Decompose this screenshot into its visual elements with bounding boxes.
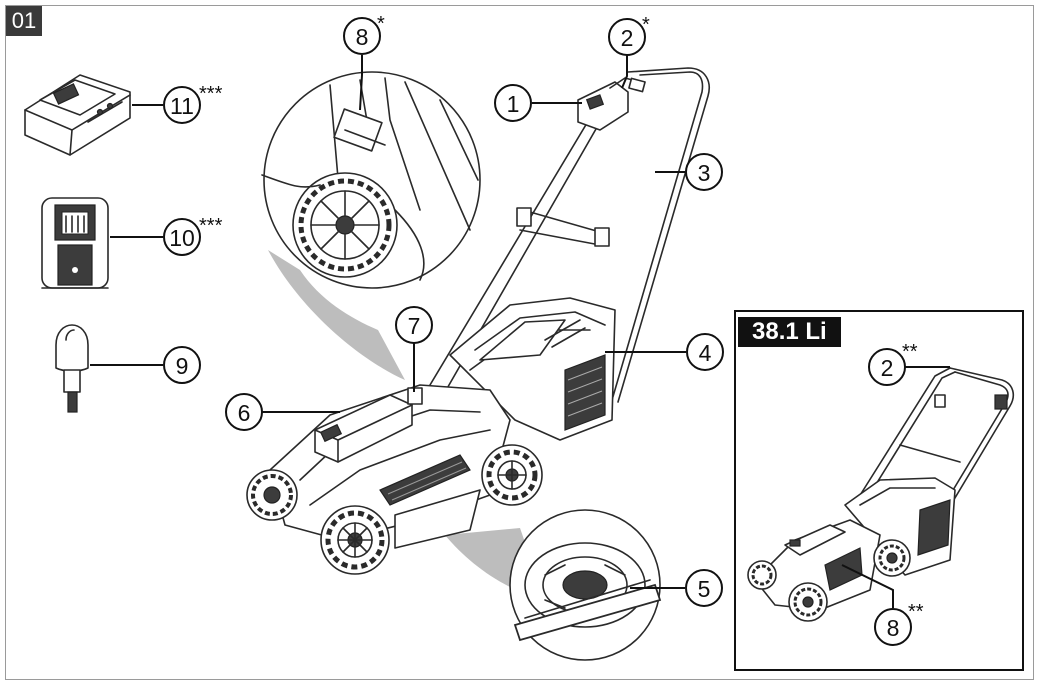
svg-text:***: *** — [199, 215, 223, 237]
callout-2: 2 * — [608, 14, 650, 56]
callout-10: 10 *** — [163, 215, 223, 256]
svg-text:6: 6 — [238, 400, 251, 426]
svg-text:7: 7 — [408, 313, 421, 339]
callout-2-inset: 2 ** — [868, 341, 918, 386]
svg-text:1: 1 — [507, 91, 520, 117]
zoom-cone-wheel-detail — [268, 250, 405, 380]
svg-text:4: 4 — [699, 340, 712, 366]
callout-7: 7 — [395, 306, 433, 344]
svg-text:3: 3 — [698, 160, 711, 186]
svg-text:**: ** — [908, 601, 924, 623]
callout-8-inset: 8 ** — [874, 601, 924, 646]
callout-9: 9 — [163, 346, 201, 384]
svg-text:2: 2 — [881, 355, 894, 381]
callout-3: 3 — [685, 153, 723, 191]
model-inset-title: 38.1 Li — [738, 317, 841, 347]
svg-text:2: 2 — [621, 25, 634, 51]
svg-text:9: 9 — [176, 353, 189, 379]
blade-detail-view — [509, 509, 662, 661]
battery-charger-drawing — [24, 74, 131, 156]
battery-pack-drawing — [41, 197, 109, 289]
figure-frame — [5, 5, 1034, 680]
callout-8: 8 * — [343, 13, 385, 55]
svg-text:*: * — [642, 14, 650, 36]
svg-text:10: 10 — [169, 225, 195, 251]
lawnmower-drawing — [246, 67, 710, 575]
svg-text:**: ** — [902, 341, 918, 363]
figure-number-badge: 01 — [6, 6, 42, 36]
svg-text:***: *** — [199, 83, 223, 105]
safety-key-drawing — [55, 324, 89, 413]
svg-text:*: * — [377, 13, 385, 35]
callout-5: 5 — [685, 569, 723, 607]
svg-text:5: 5 — [698, 576, 711, 602]
svg-text:8: 8 — [356, 24, 369, 50]
leader-lines — [90, 55, 950, 608]
callout-6: 6 — [225, 393, 263, 431]
model-inset-frame — [734, 310, 1024, 671]
callout-1: 1 — [494, 84, 532, 122]
svg-text:8: 8 — [887, 615, 900, 641]
callout-4: 4 — [686, 333, 724, 371]
inset-lawnmower-drawing — [747, 367, 1015, 622]
callout-11: 11 *** — [163, 83, 223, 124]
svg-text:11: 11 — [170, 93, 194, 119]
wheel-detail-view — [261, 71, 481, 289]
